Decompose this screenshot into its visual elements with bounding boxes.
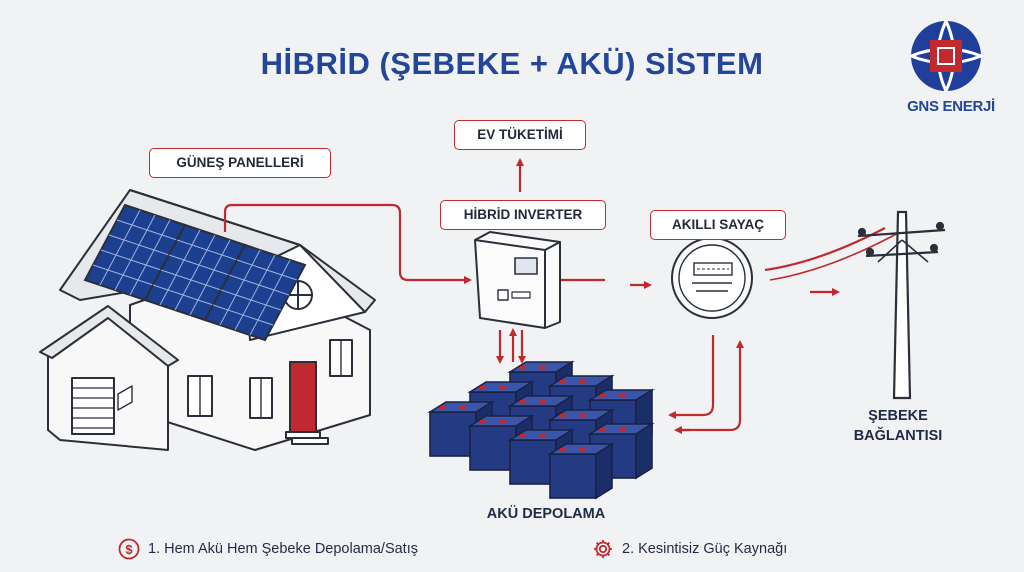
label-grid-connection-line2: BAĞLANTISI (853, 428, 943, 444)
battery-bank (427, 360, 655, 500)
label-solar-panels: GÜNEŞ PANELLERİ (149, 148, 331, 178)
gear-icon (594, 540, 612, 558)
label-grid-connection-line1: ŞEBEKE (868, 408, 928, 424)
label-battery-storage: AKÜ DEPOLAMA (486, 506, 606, 522)
smart-meter-device (671, 237, 753, 319)
solar-panels (83, 203, 307, 342)
label-hybrid-inverter: HİBRİD INVERTER (440, 200, 606, 230)
page-title: HİBRİD (ŞEBEKE + AKÜ) SİSTEM (260, 46, 764, 81)
label-smart-meter: AKILLI SAYAÇ (650, 210, 786, 240)
svg-text:$: $ (125, 542, 133, 557)
hybrid-inverter-device (474, 231, 561, 329)
gns-logo (910, 20, 982, 92)
label-home-consumption: EV TÜKETİMİ (454, 120, 586, 150)
dollar-icon: $ (118, 538, 140, 560)
feature-text-1: 1. Hem Akü Hem Şebeke Depolama/Satış (148, 541, 418, 557)
feature-item-1: $ 1. Hem Akü Hem Şebeke Depolama/Satış (118, 538, 418, 560)
battery-unit (547, 442, 615, 500)
feature-text-2: 2. Kesintisiz Güç Kaynağı (622, 541, 788, 557)
feature-item-2: 2. Kesintisiz Güç Kaynağı (592, 538, 787, 560)
utility-pole (857, 210, 946, 400)
brand-name: GNS ENERJİ (907, 98, 995, 115)
